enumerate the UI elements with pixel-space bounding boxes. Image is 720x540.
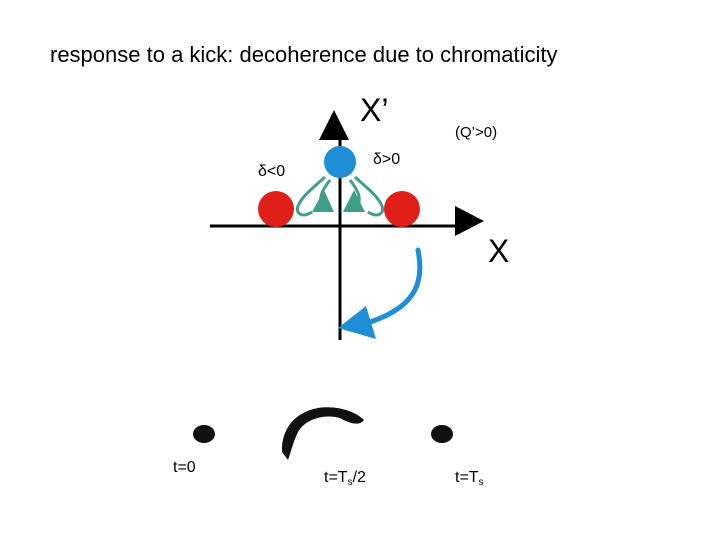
snapshot-dot-start: [193, 425, 215, 443]
delta-positive-label: δ>0: [373, 151, 401, 168]
x-axis-label: X: [488, 233, 510, 269]
time-label-full-period: t=Ts: [455, 469, 484, 488]
time-label-full-sub: s: [478, 477, 484, 488]
center-particle: [324, 146, 356, 178]
left-motion-arrowhead: [312, 190, 334, 212]
y-axis-label: X’: [360, 92, 389, 128]
left-offmomentum-particle: [258, 191, 294, 227]
time-label-start: t=0: [173, 459, 196, 476]
slide-title: response to a kick: decoherence due to c…: [50, 42, 558, 67]
rotation-arrow-curve: [367, 247, 423, 325]
time-label-half-period: t=Ts/2: [324, 469, 366, 488]
chromaticity-condition: (Q’>0): [455, 124, 498, 141]
snapshot-smear-half: [281, 407, 364, 460]
snapshot-dot-full: [431, 425, 453, 443]
delta-negative-label: δ<0: [258, 163, 286, 180]
right-motion-arrow-outline: [353, 175, 385, 217]
time-label-half-main: t=T: [324, 469, 348, 486]
rotation-arrowhead: [338, 306, 376, 339]
y-axis-arrowhead: [319, 110, 349, 140]
time-label-half-sub: s: [347, 477, 353, 488]
time-label-half-tail: /2: [352, 469, 366, 486]
left-motion-arrow-outline: [295, 175, 327, 217]
right-offmomentum-particle: [384, 191, 420, 227]
x-axis-arrowhead: [455, 206, 484, 236]
right-motion-arrowhead: [343, 190, 365, 212]
time-label-full-main: t=T: [455, 469, 479, 486]
